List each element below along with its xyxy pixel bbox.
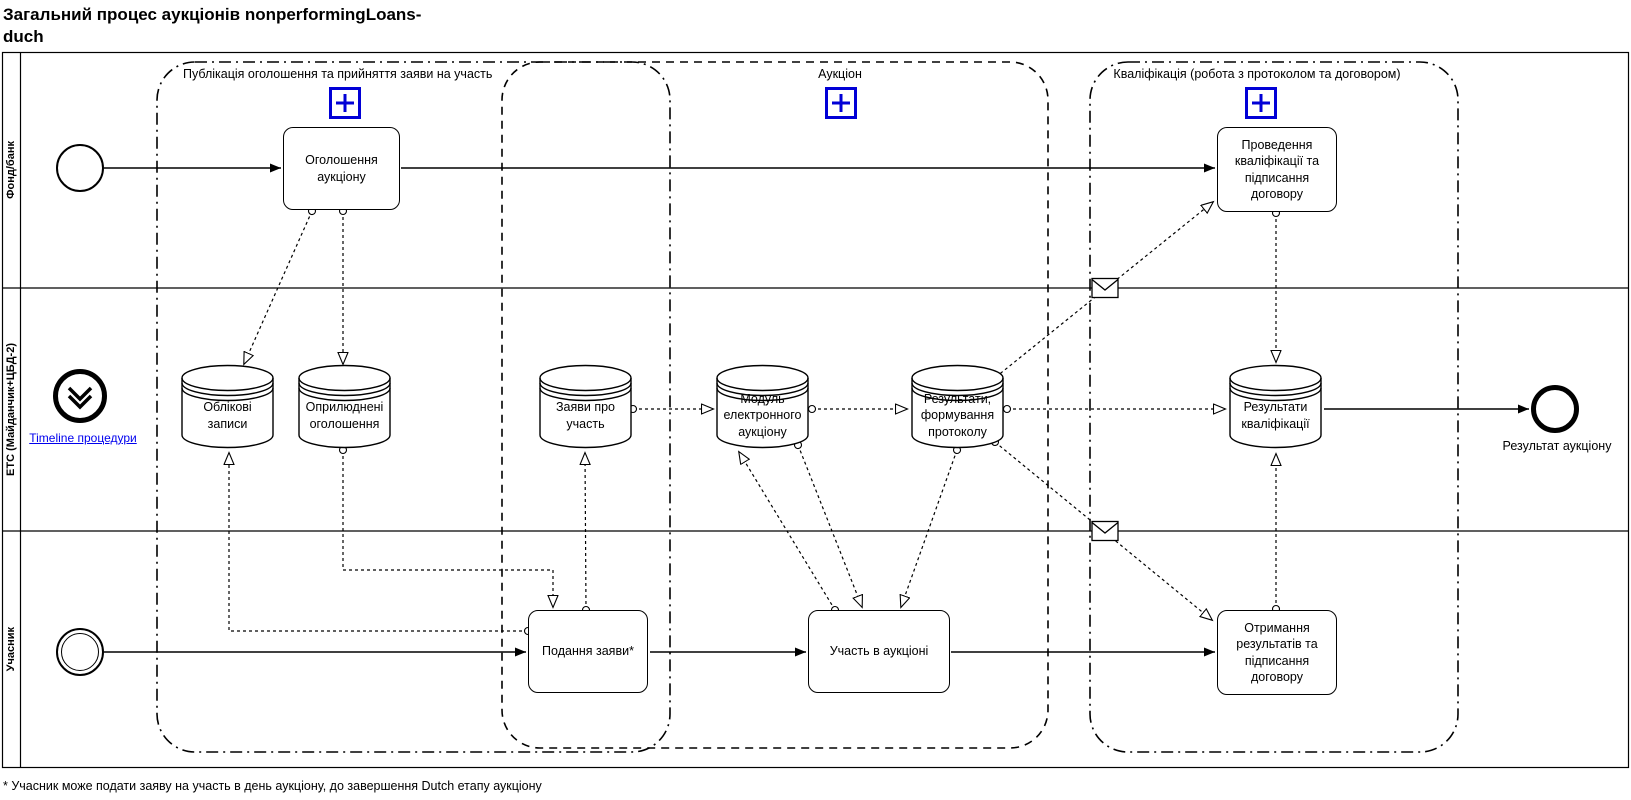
assoc-submit-to-applications <box>585 453 586 610</box>
message-envelope-icon <box>1091 277 1119 299</box>
datastore-module: Модуль електронного аукціону <box>715 363 810 450</box>
group-qualification-label: Кваліфікація (робота з протоколом та дог… <box>1113 67 1401 81</box>
lane-label-uchasnyk: Учасник <box>5 627 17 672</box>
group-auction <box>501 61 1049 749</box>
message-envelope-icon <box>1091 520 1119 542</box>
assoc-module-to-participate <box>798 445 862 607</box>
task-receive: Отримання результатів та підписання дого… <box>1217 610 1337 695</box>
task-announce: Оголошення аукціону <box>283 127 400 210</box>
datastore-accounts-label: Облікові записи <box>203 400 252 431</box>
timeline-chevron-icon <box>53 369 107 423</box>
end-event-auction-result <box>1531 385 1579 433</box>
task-qualify: Проведення кваліфікації та підписання до… <box>1217 127 1337 212</box>
datastore-accounts: Облікові записи <box>180 363 275 450</box>
datastore-applications: Заяви про участь <box>538 363 633 450</box>
datastore-published: Оприлюднені оголошення <box>297 363 392 450</box>
page-title: Загальний процес аукціонів nonperforming… <box>3 5 422 47</box>
subprocess-plus-icon[interactable] <box>329 87 361 119</box>
datastore-module-label: Модуль електронного аукціону <box>723 392 802 439</box>
datastore-results-protocol: Результати, формування протоколу <box>910 363 1005 450</box>
lane-label-ets: ЕТС (Майданчик+ЦБД-2) <box>5 343 17 476</box>
lane-uchasnyk: Учасник <box>2 531 20 768</box>
assoc-submit-to-accounts <box>229 453 528 631</box>
assoc-announce-to-accounts <box>244 211 312 364</box>
group-publication-label: Публікація оголошення та прийняття заяви… <box>183 67 493 81</box>
lane-ets: ЕТС (Майданчик+ЦБД-2) <box>2 288 20 531</box>
group-auction-label: Аукціон <box>818 67 862 81</box>
end-event-label: Результат аукціону <box>1502 439 1612 453</box>
assoc-protocol-to-participate <box>901 450 957 607</box>
subprocess-plus-icon[interactable] <box>1245 87 1277 119</box>
subprocess-plus-icon[interactable] <box>825 87 857 119</box>
start-event-uchasnyk <box>56 628 104 676</box>
lane-label-fond-bank: Фонд/банк <box>5 141 17 199</box>
datastore-results-protocol-label: Результати, формування протоколу <box>920 392 995 439</box>
datastore-results-qualification-label: Результати кваліфікації <box>1241 400 1310 431</box>
start-event-fond-bank <box>56 144 104 192</box>
lane-fond-bank: Фонд/банк <box>2 52 20 288</box>
task-submit: Подання заяви* <box>528 610 648 693</box>
footnote: * Учасник може подати заяву на участь в … <box>3 779 542 793</box>
pool <box>1 51 1630 769</box>
datastore-results-qualification: Результати кваліфікації <box>1228 363 1323 450</box>
start-event-inner-ring <box>61 633 99 671</box>
datastore-applications-label: Заяви про участь <box>555 400 616 431</box>
datastore-published-label: Оприлюднені оголошення <box>305 400 384 431</box>
timeline-link[interactable]: Timeline процедури <box>29 431 137 445</box>
task-participate: Участь в аукціоні <box>808 610 950 693</box>
assoc-published-to-submit <box>343 450 553 607</box>
